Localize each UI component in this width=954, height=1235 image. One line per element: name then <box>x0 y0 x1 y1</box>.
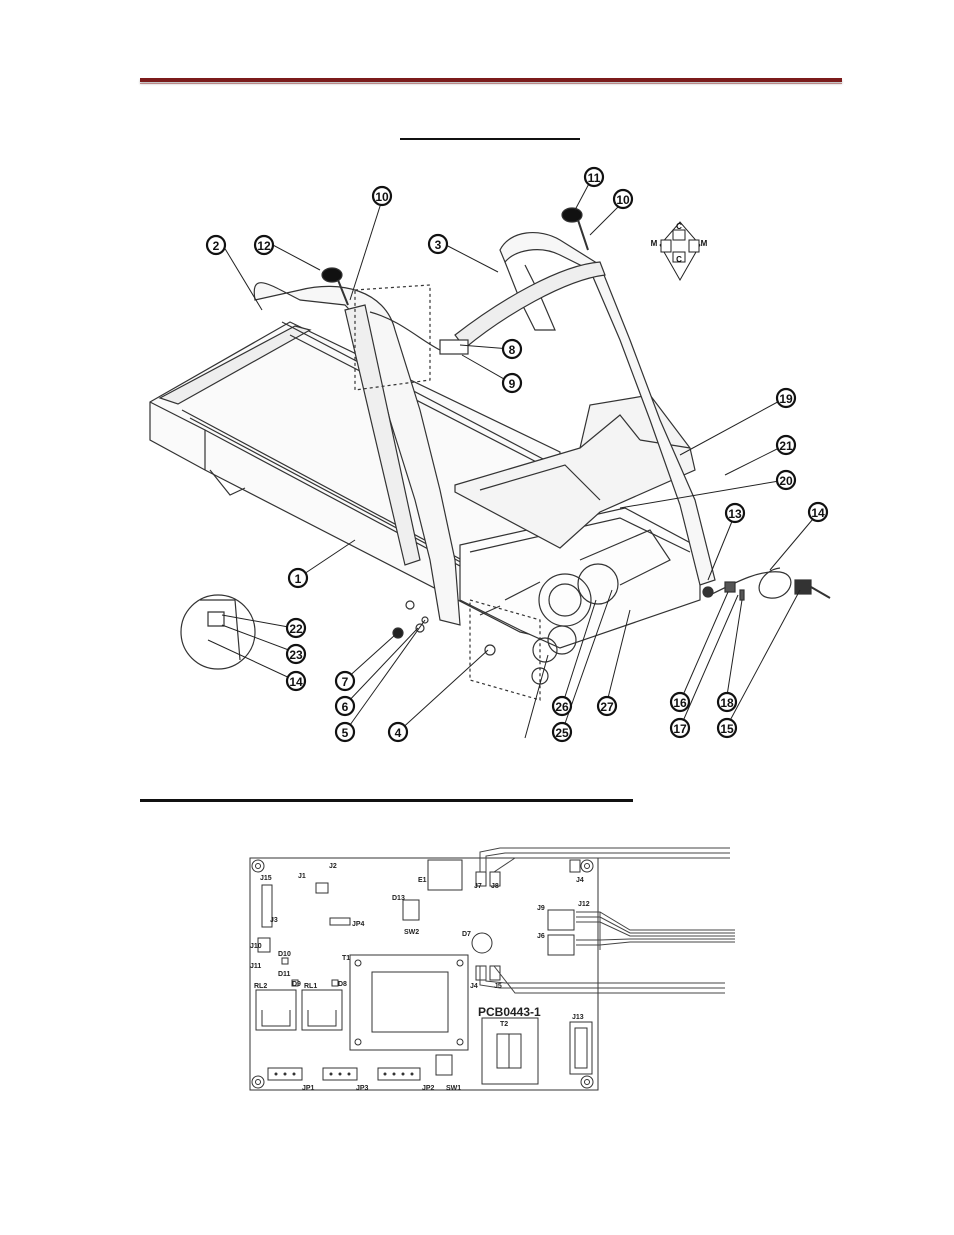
svg-text:11: 11 <box>588 171 601 185</box>
legend-m-left: M <box>651 239 658 248</box>
callout-16: 16 <box>671 693 689 711</box>
pcb-label-e1: E1 <box>418 877 427 884</box>
callout-4: 4 <box>389 723 407 741</box>
callout-10-left: 10 <box>373 187 391 205</box>
pcb-label-j3: J3 <box>270 917 278 924</box>
callout-26: 26 <box>553 697 571 715</box>
pcb-label-j12: J12 <box>578 901 590 908</box>
pcb-label-jp2: JP2 <box>422 1085 435 1092</box>
pcb-label-j5: J5 <box>494 983 502 990</box>
callout-3: 3 <box>429 235 447 253</box>
callout-19: 19 <box>777 389 795 407</box>
pcb-label-j7: J7 <box>474 883 482 890</box>
pcb-label-j2: J2 <box>329 863 337 870</box>
callout-21: 21 <box>777 436 795 454</box>
callout-27: 27 <box>598 697 616 715</box>
pcb-label-sw2: SW2 <box>404 929 419 936</box>
pcb-label-j15: J15 <box>260 875 272 882</box>
power-cord <box>710 568 791 598</box>
svg-text:5: 5 <box>342 726 349 740</box>
callout-8: 8 <box>503 340 521 358</box>
svg-text:22: 22 <box>289 622 303 636</box>
svg-text:9: 9 <box>509 377 516 391</box>
callout-23: 23 <box>287 645 305 663</box>
svg-text:19: 19 <box>779 392 793 406</box>
callout-13: 13 <box>726 504 744 522</box>
callout-14-detail: 14 <box>287 672 305 690</box>
pcb-label-j1: J1 <box>298 873 306 880</box>
svg-text:26: 26 <box>555 700 569 714</box>
svg-text:18: 18 <box>720 696 734 710</box>
callout-1: 1 <box>289 569 307 587</box>
callout-15: 15 <box>718 719 736 737</box>
svg-text:4: 4 <box>395 726 402 740</box>
pcb-label-j10: J10 <box>250 943 262 950</box>
svg-text:21: 21 <box>779 439 793 453</box>
pcb-label-t2: T2 <box>500 1021 508 1028</box>
svg-text:14: 14 <box>289 675 303 689</box>
svg-text:17: 17 <box>673 722 687 736</box>
callout-7: 7 <box>336 672 354 690</box>
svg-text:27: 27 <box>600 700 614 714</box>
callout-10-right: 10 <box>614 190 632 208</box>
pcb-label-d10: D10 <box>278 951 291 958</box>
svg-text:25: 25 <box>555 726 569 740</box>
callout-9: 9 <box>503 374 521 392</box>
pcb-label-j8: J8 <box>491 883 499 890</box>
pcb-label-j4-top: J4 <box>576 877 584 884</box>
callout-12: 12 <box>255 236 273 254</box>
pcb-label-d8: D8 <box>338 981 347 988</box>
svg-text:7: 7 <box>342 675 349 689</box>
callout-11: 11 <box>585 168 603 186</box>
callout-17: 17 <box>671 719 689 737</box>
legend-c-bottom: C <box>676 255 682 264</box>
pcb-label-j4: J4 <box>470 983 478 990</box>
legend-c-top: C <box>676 222 682 231</box>
pcb-board-diagram: J15 J1 J2 E1 J7 J8 J4 J3 JP4 D13 SW2 D7 … <box>0 845 954 1125</box>
pcb-label-j13: J13 <box>572 1014 584 1021</box>
pcb-label-j6: J6 <box>537 933 545 940</box>
legend-m-right: M <box>701 239 708 248</box>
pcb-label-d13: D13 <box>392 895 405 902</box>
pcb-label-jp4: JP4 <box>352 921 365 928</box>
svg-text:14: 14 <box>811 506 825 520</box>
svg-text:1: 1 <box>295 572 302 586</box>
pcb-label-j11: J11 <box>250 963 261 970</box>
pcb-outline <box>250 858 598 1090</box>
callout-5: 5 <box>336 723 354 741</box>
pcb-label-rl2: RL2 <box>254 983 267 990</box>
svg-text:10: 10 <box>375 190 389 204</box>
svg-text:3: 3 <box>435 238 442 252</box>
svg-text:20: 20 <box>779 474 793 488</box>
callout-20: 20 <box>777 471 795 489</box>
svg-text:2: 2 <box>213 239 220 253</box>
pcb-label-rl1: RL1 <box>304 983 317 990</box>
pcb-board-name: PCB0443-1 <box>478 1005 541 1019</box>
callout-22: 22 <box>287 619 305 637</box>
pcb-label-j9: J9 <box>537 905 545 912</box>
svg-text:6: 6 <box>342 700 349 714</box>
pcb-section-title-underline <box>140 799 633 802</box>
svg-text:8: 8 <box>509 343 516 357</box>
callout-14: 14 <box>809 503 827 521</box>
svg-text:13: 13 <box>728 507 742 521</box>
svg-text:15: 15 <box>720 722 734 736</box>
svg-text:23: 23 <box>289 648 303 662</box>
callout-6: 6 <box>336 697 354 715</box>
pcb-label-t1: T1 <box>342 955 350 962</box>
pcb-label-d9: D9 <box>292 981 301 988</box>
svg-text:12: 12 <box>257 239 271 253</box>
pcb-label-jp3: JP3 <box>356 1085 369 1092</box>
callout-25: 25 <box>553 723 571 741</box>
callout-2: 2 <box>207 236 225 254</box>
callout-18: 18 <box>718 693 736 711</box>
svg-text:10: 10 <box>616 193 630 207</box>
pcb-label-d7: D7 <box>462 931 471 938</box>
pcb-label-jp1: JP1 <box>302 1085 315 1092</box>
treadmill-exploded-diagram: C C M M 1 2 3 4 5 6 7 8 9 10 10 11 12 13… <box>0 0 954 780</box>
svg-text:16: 16 <box>673 696 687 710</box>
pcb-label-sw1: SW1 <box>446 1085 461 1092</box>
pcb-label-d11: D11 <box>278 971 291 978</box>
